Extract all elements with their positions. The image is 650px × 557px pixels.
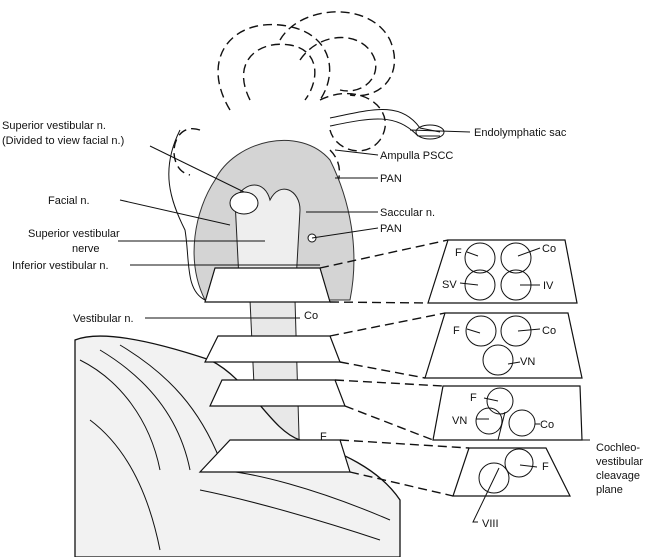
label-endolymphatic-sac: Endolymphatic sac (474, 127, 567, 139)
section-3: F VN Co (432, 385, 590, 441)
section-3-label-co: Co (540, 419, 554, 431)
section-1: F Co SV IV (427, 239, 578, 304)
leader-lines (118, 129, 471, 319)
label-cleavage-4: plane (596, 484, 623, 496)
label-superior-vestibular-nerve-2: nerve (72, 243, 100, 255)
label-pan-lower: PAN (380, 223, 402, 235)
label-facial-n: Facial n. (48, 195, 90, 207)
label-cleavage-3: cleavage (596, 470, 640, 482)
section-planes (198, 267, 351, 473)
section-2-label-co: Co (542, 325, 556, 337)
label-pan-upper: PAN (380, 173, 402, 185)
section-connectors (319, 239, 470, 497)
label-viii: VIII (482, 518, 499, 530)
label-saccular-n: Saccular n. (380, 207, 435, 219)
section-1-label-co: Co (542, 243, 556, 255)
section-1-label-sv: SV (442, 279, 457, 291)
endolymphatic-duct (329, 109, 441, 137)
label-inferior-vestibular-n: Inferior vestibular n. (12, 260, 109, 272)
label-vestibular-n: Vestibular n. (73, 313, 134, 325)
section-3-label-vn: VN (452, 415, 467, 427)
label-superior-vestibular-divided-note: (Divided to view facial n.) (2, 135, 124, 147)
section-2: F Co VN (424, 312, 583, 379)
section-2-label-vn: VN (520, 356, 535, 368)
section-3-label-f: F (470, 392, 477, 404)
section-4-label-f: F (542, 461, 549, 473)
label-trunk-f: F (320, 431, 327, 443)
section-2-label-f: F (453, 325, 460, 337)
section-1-label-iv: IV (543, 280, 554, 292)
label-trunk-co: Co (304, 310, 318, 322)
endolymphatic-sac (415, 124, 445, 140)
label-superior-vestibular-nerve: Superior vestibular (28, 228, 120, 240)
label-superior-vestibular-divided: Superior vestibular n. (2, 120, 106, 132)
label-ampulla-pscc: Ampulla PSCC (380, 150, 453, 162)
label-cleavage-2: vestibular (596, 456, 643, 468)
label-cleavage-1: Cochleo- (596, 442, 640, 454)
facial-nerve-cut (229, 191, 259, 215)
section-1-label-f: F (455, 247, 462, 259)
cochlea-shading (79, 344, 391, 551)
section-4: F (452, 447, 571, 523)
